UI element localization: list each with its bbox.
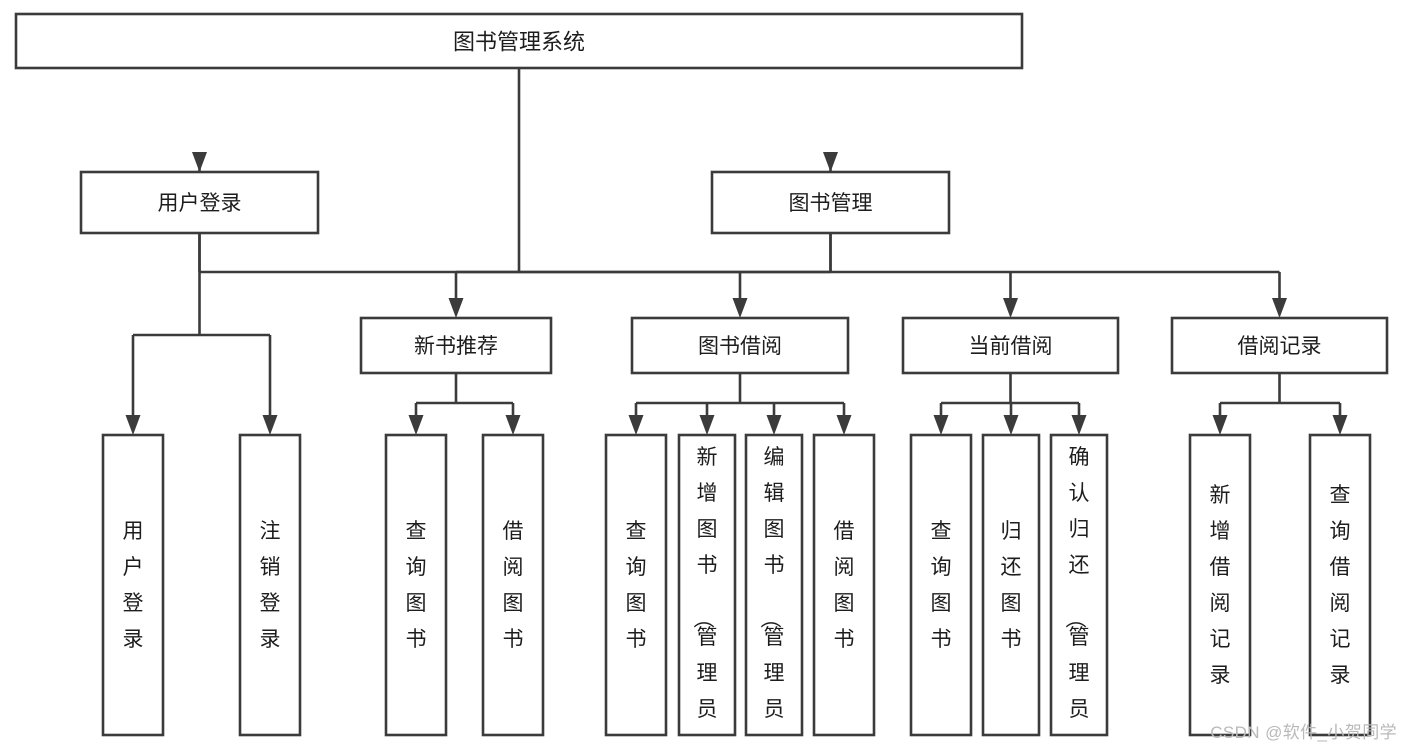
- node-借阅图书-leaf-7[interactable]: 借阅图书: [812, 433, 876, 737]
- node-归还图书-leaf-9[interactable]: 归还图书: [981, 433, 1041, 737]
- node-rect: [677, 433, 737, 737]
- node-rect: [630, 316, 850, 375]
- arrow-head-icon: [1212, 415, 1228, 435]
- arrow-head-icon: [699, 415, 715, 435]
- node-rect: [710, 170, 951, 235]
- node-查询图书-leaf-4[interactable]: 查询图书: [604, 433, 668, 737]
- node-图书借阅-l3-1[interactable]: 图书借阅: [630, 316, 850, 375]
- arrow-head-icon: [125, 415, 141, 435]
- arrow-head-icon: [1003, 415, 1019, 435]
- node-label-vertical: 借阅图书: [503, 520, 524, 651]
- node-rect: [14, 12, 1024, 70]
- arrow-head-icon: [732, 298, 748, 318]
- arrow-head-icon: [628, 415, 644, 435]
- node-label-vertical: 用户登录: [123, 520, 144, 651]
- arrow-head-icon: [1003, 298, 1018, 318]
- node-label: 当前借阅: [969, 335, 1053, 358]
- arrow-head-icon: [1332, 415, 1348, 435]
- node-label-vertical: 确认归还（管理员）: [1064, 446, 1090, 747]
- node-rect: [909, 433, 973, 737]
- node-rect: [981, 433, 1041, 737]
- nodes-layer: 图书管理系统用户登录图书管理新书推荐图书借阅当前借阅借阅记录用户登录注销登录查询…: [14, 12, 1389, 747]
- node-label-vertical: 查询借阅记录: [1330, 484, 1351, 687]
- node-label: 图书管理: [789, 192, 873, 215]
- arrow-head-icon: [933, 415, 949, 435]
- node-用户登录-l2-0[interactable]: 用户登录: [79, 170, 320, 235]
- connectors-layer: [125, 68, 1348, 435]
- node-label-vertical: 查询图书: [406, 520, 427, 651]
- node-rect: [384, 433, 448, 737]
- node-查询图书-leaf-2[interactable]: 查询图书: [384, 433, 448, 737]
- node-rect: [1049, 433, 1109, 737]
- node-label-vertical: 编辑图书（管理员）: [759, 446, 785, 747]
- node-label-vertical: 新增图书（管理员）: [692, 446, 718, 747]
- arrow-head-icon: [262, 415, 278, 435]
- node-rect: [744, 433, 804, 737]
- arrow-head-icon: [823, 152, 838, 172]
- node-新增图书管理员-leaf-5[interactable]: 新增图书（管理员）: [677, 433, 737, 747]
- arrow-head-icon: [192, 152, 207, 172]
- node-rect: [238, 433, 302, 737]
- arrow-head-icon: [408, 415, 424, 435]
- node-rect: [901, 316, 1120, 375]
- node-rect: [1188, 433, 1252, 737]
- node-label: 新书推荐: [414, 335, 498, 358]
- arrow-head-icon: [1272, 298, 1287, 318]
- node-rect: [812, 433, 876, 737]
- node-借阅图书-leaf-3[interactable]: 借阅图书: [481, 433, 545, 737]
- node-rect: [101, 433, 165, 737]
- node-当前借阅-l3-2[interactable]: 当前借阅: [901, 316, 1120, 375]
- node-label: 借阅记录: [1238, 335, 1322, 358]
- node-rect: [1170, 316, 1389, 375]
- arrow-head-icon: [448, 298, 464, 318]
- node-label: 图书借阅: [698, 335, 782, 358]
- arrow-head-icon: [836, 415, 852, 435]
- node-label: 图书管理系统: [453, 30, 585, 55]
- root-node-book-management-system[interactable]: 图书管理系统: [14, 12, 1024, 70]
- node-确认归还管理员-leaf-10[interactable]: 确认归还（管理员）: [1049, 433, 1109, 747]
- arrow-head-icon: [766, 415, 782, 435]
- node-rect: [481, 433, 545, 737]
- arrow-head-icon: [505, 415, 521, 435]
- node-图书管理-l2-1[interactable]: 图书管理: [710, 170, 951, 235]
- node-label-vertical: 新增借阅记录: [1210, 484, 1231, 687]
- node-label-vertical: 归还图书: [1001, 520, 1022, 651]
- node-用户登录-leaf-0[interactable]: 用户登录: [101, 433, 165, 737]
- node-查询借阅记录-leaf-12[interactable]: 查询借阅记录: [1308, 433, 1372, 737]
- node-label-vertical: 查询图书: [626, 520, 647, 651]
- node-编辑图书管理员-leaf-6[interactable]: 编辑图书（管理员）: [744, 433, 804, 747]
- node-注销登录-leaf-1[interactable]: 注销登录: [238, 433, 302, 737]
- node-label-vertical: 查询图书: [931, 520, 952, 651]
- node-label-vertical: 借阅图书: [834, 520, 855, 651]
- node-rect: [359, 316, 553, 375]
- node-新增借阅记录-leaf-11[interactable]: 新增借阅记录: [1188, 433, 1252, 737]
- node-rect: [604, 433, 668, 737]
- node-label: 用户登录: [158, 192, 242, 215]
- node-借阅记录-l3-3[interactable]: 借阅记录: [1170, 316, 1389, 375]
- node-label-vertical: 注销登录: [260, 520, 281, 651]
- node-rect: [79, 170, 320, 235]
- node-查询图书-leaf-8[interactable]: 查询图书: [909, 433, 973, 737]
- node-rect: [1308, 433, 1372, 737]
- node-新书推荐-l3-0[interactable]: 新书推荐: [359, 316, 553, 375]
- arrow-head-icon: [1071, 415, 1087, 435]
